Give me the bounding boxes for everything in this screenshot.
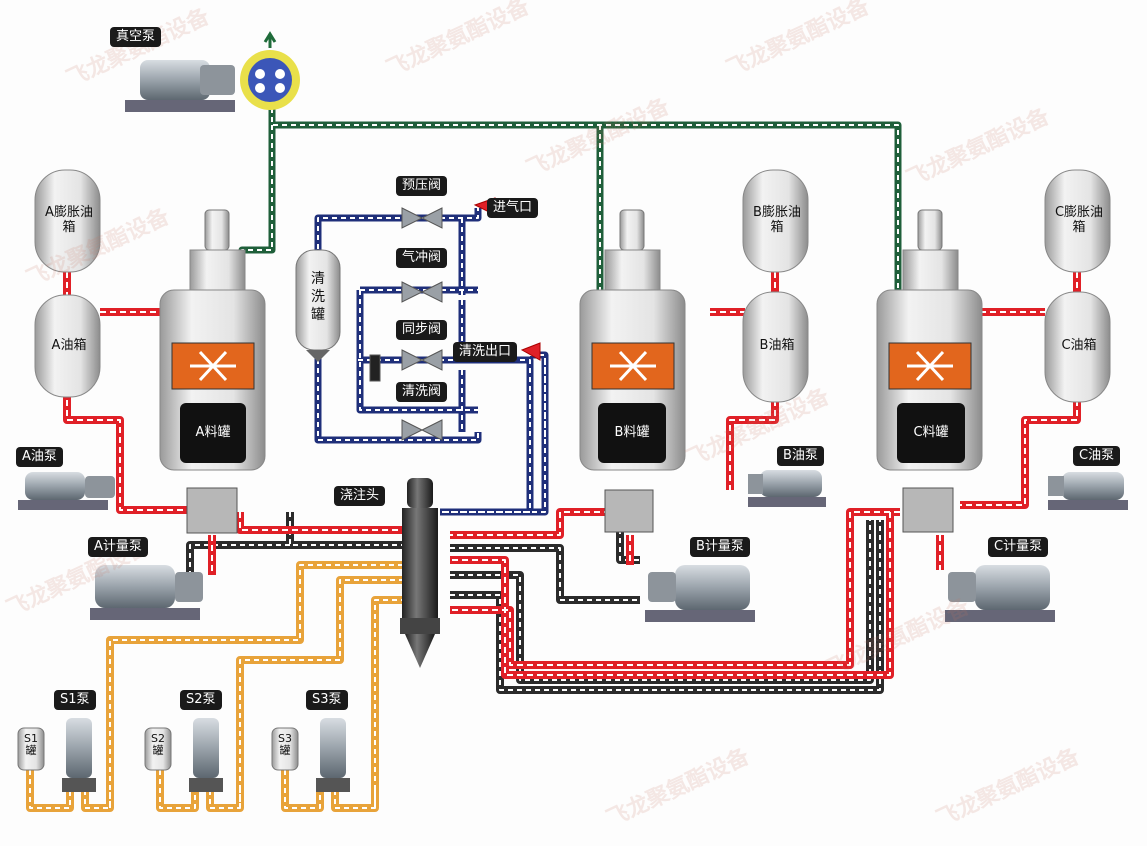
air-inlet-label: 进气口 [487,198,539,218]
reactor-c [876,209,983,533]
vacuum-pump-label: 真空泵 [110,27,162,47]
cleaning-tank-label: 清洗罐 [311,271,325,323]
cleaning-tank-shape [295,249,341,362]
oil-tanks [34,169,1111,403]
pre-pressure-valve-label: 预压阀 [396,176,448,196]
s2-tank-label: S2罐 [151,732,165,757]
vacuum-pump [125,31,300,112]
b-metering-pump-label: B计量泵 [690,537,750,557]
air-flush-valve-label: 气冲阀 [396,248,448,268]
b-material-tank-label: B料罐 [598,403,666,463]
s1-pump-label: S1泵 [54,690,96,710]
s2-pump-label: S2泵 [180,690,222,710]
sync-valve-label: 同步阀 [396,320,448,340]
metering-pumps [90,565,1055,622]
material-pipes [63,272,1081,679]
pouring-head-label: 浇注头 [334,486,386,506]
c-oil-pump-label: C油泵 [1073,446,1121,466]
b-expansion-tank-label: B膨胀油箱 [753,205,801,235]
reactor-b [579,209,686,533]
reactor-a [159,209,266,534]
b-oil-tank-label: B油箱 [759,338,795,353]
a-metering-pump-label: A计量泵 [88,537,148,557]
s-pump-pipes [26,561,408,812]
c-metering-pump-label: C计量泵 [988,537,1049,557]
s3-tank-label: S3罐 [278,732,292,757]
b-oil-pump-label: B油泵 [777,446,824,466]
pouring-head-shape [400,478,440,668]
cleaning-outlet-label: 清洗出口 [453,342,518,362]
return-pipes [186,512,884,694]
c-oil-tank-label: C油箱 [1061,338,1097,353]
a-oil-pump-label: A油泵 [16,447,63,467]
cleaning-valve-label: 清洗阀 [396,382,448,402]
oil-pumps [18,470,1128,510]
s1-tank-label: S1罐 [24,732,38,757]
valves [369,197,541,441]
s-units [17,718,350,792]
a-material-tank-label: A料罐 [180,403,246,463]
c-expansion-tank-label: C膨胀油箱 [1054,205,1104,235]
c-material-tank-label: C料罐 [897,403,965,463]
s3-pump-label: S3泵 [306,690,348,710]
a-oil-tank-label: A油箱 [51,338,87,353]
a-expansion-tank-label: A膨胀油箱 [45,205,93,235]
